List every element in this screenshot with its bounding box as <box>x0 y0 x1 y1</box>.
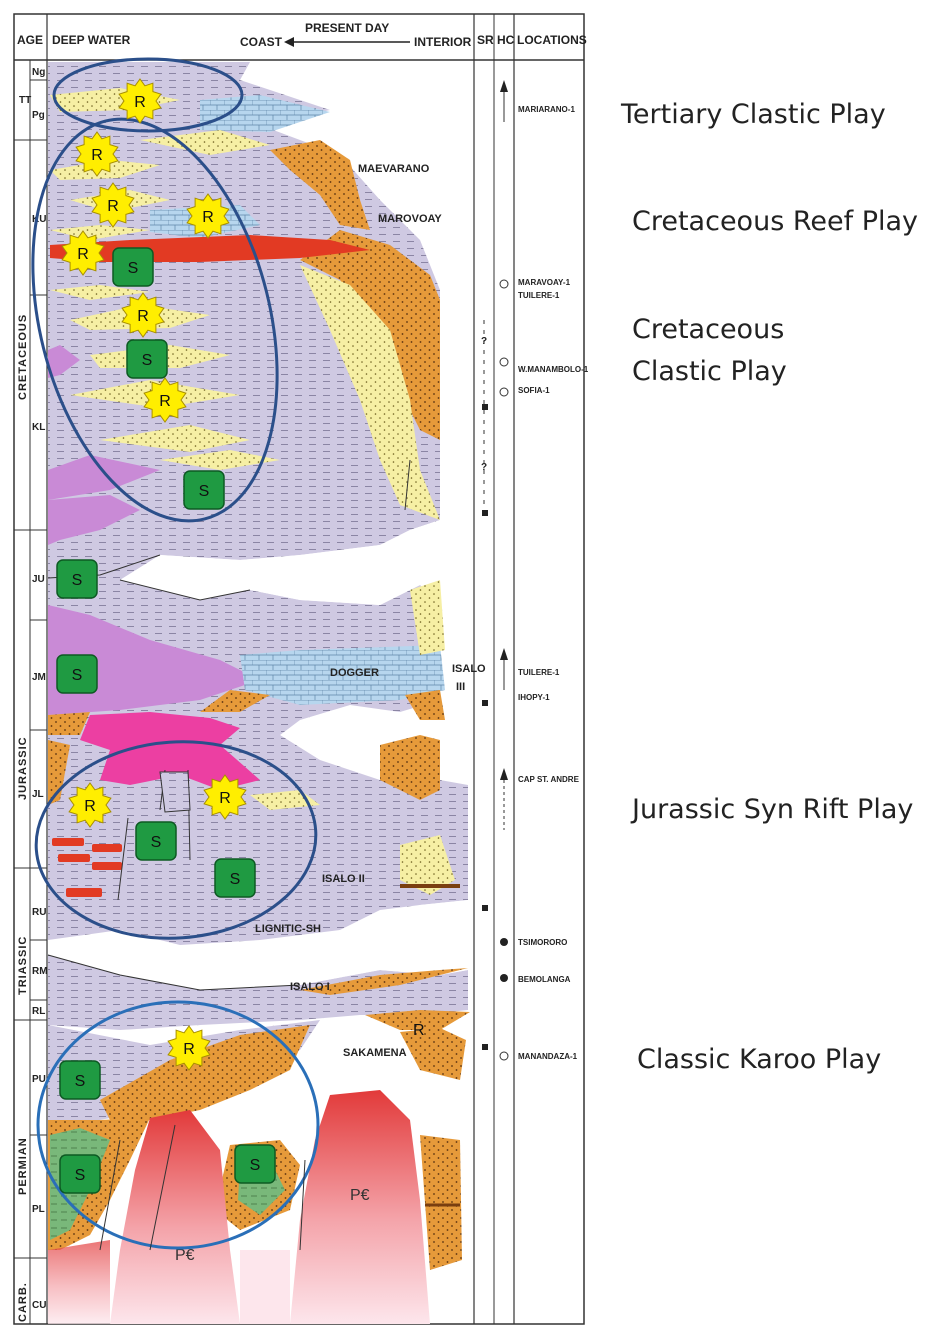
header-sr: SR <box>477 33 494 47</box>
source-marker: S <box>113 248 153 286</box>
reservoir-letter: R <box>219 790 231 807</box>
period-carb: CARB. <box>17 1282 29 1322</box>
source-letter: S <box>199 483 210 500</box>
play-label-tertiary: Tertiary Clastic Play <box>620 99 886 130</box>
source-letter: S <box>151 834 162 851</box>
unit-precambrian-right: P€ <box>350 1187 370 1204</box>
unit-marovoay: MAROVOAY <box>378 213 442 225</box>
header-interior: INTERIOR <box>414 35 472 49</box>
source-letter: S <box>72 667 83 684</box>
sr-question-2: ? <box>481 462 487 473</box>
reservoir-letter-sakamena: R <box>413 1022 425 1039</box>
play-label-cretaceous-clastic-1: Cretaceous <box>632 314 784 345</box>
period-triassic: TRIASSIC <box>17 936 29 995</box>
reservoir-letter: R <box>91 147 103 164</box>
epoch-ju: JU <box>32 574 45 585</box>
epoch-ku: KU <box>32 214 46 225</box>
play-label-karoo: Classic Karoo Play <box>637 1044 881 1075</box>
source-marker: S <box>235 1145 275 1183</box>
horst-block <box>160 772 190 812</box>
play-labels: Tertiary Clastic Play Cretaceous Reef Pl… <box>620 99 918 1075</box>
header-coast: COAST <box>240 35 283 49</box>
epoch-pg: Pg <box>32 110 45 121</box>
epoch-cu: CU <box>32 1300 46 1311</box>
source-letter: S <box>72 572 83 589</box>
source-letter: S <box>142 352 153 369</box>
epoch-rm: RM <box>32 966 48 977</box>
period-jurassic: JURASSIC <box>17 736 29 800</box>
source-letter: S <box>250 1157 261 1174</box>
reservoir-letter: R <box>107 198 119 215</box>
source-letter: S <box>128 260 139 277</box>
reservoir-letter: R <box>134 94 146 111</box>
period-permian: PERMIAN <box>17 1137 29 1195</box>
source-marker: S <box>60 1061 100 1099</box>
epoch-jm: JM <box>32 672 46 683</box>
epoch-pu: PU <box>32 1074 46 1085</box>
loc-tuilere: TUILERE-1 <box>518 291 560 300</box>
unit-dogger: DOGGER <box>330 667 379 679</box>
unit-sakamena: SAKAMENA <box>343 1047 407 1059</box>
epoch-jl: JL <box>32 789 44 800</box>
epoch-kl: KL <box>32 422 45 433</box>
reservoir-letter: R <box>183 1041 195 1058</box>
unit-lignitic: LIGNITIC-SH <box>255 923 321 935</box>
loc-cap-st-andre: CAP ST. ANDRE <box>518 775 580 784</box>
header-locations: LOCATIONS <box>517 33 587 47</box>
epoch-rl: RL <box>32 1006 45 1017</box>
reservoir-letter: R <box>202 209 214 226</box>
source-marker: S <box>60 1155 100 1193</box>
loc-sofia: SOFIA-1 <box>518 386 550 395</box>
header-deep-water: DEEP WATER <box>52 33 131 47</box>
source-marker: S <box>136 822 176 860</box>
loc-maravoay: MARAVOAY-1 <box>518 278 571 287</box>
unit-maevarano: MAEVARANO <box>358 163 430 175</box>
period-cretaceous: CRETACEOUS <box>17 314 29 400</box>
loc-tsimororo: TSIMORORO <box>518 938 567 947</box>
header-hc: HC <box>497 33 515 47</box>
header-age: AGE <box>17 33 43 47</box>
loc-manambolo: W.MANAMBOLO-1 <box>518 365 589 374</box>
reservoir-letter: R <box>77 246 89 263</box>
reservoir-letter: R <box>137 308 149 325</box>
loc-ihopy: IHOPY-1 <box>518 693 550 702</box>
unit-isalo-iii: ISALO <box>452 663 486 675</box>
period-tertiary: TT <box>19 95 31 106</box>
source-letter: S <box>75 1167 86 1184</box>
source-marker: S <box>57 655 97 693</box>
sr-question-1: ? <box>481 336 487 347</box>
reservoir-letter: R <box>84 798 96 815</box>
play-label-cretaceous-clastic-2: Clastic Play <box>632 356 787 387</box>
source-marker: S <box>57 560 97 598</box>
reservoir-letter: R <box>159 393 171 410</box>
play-label-jurassic: Jurassic Syn Rift Play <box>630 794 913 825</box>
epoch-pl: PL <box>32 1204 45 1215</box>
loc-tuilere-j: TUILERE-1 <box>518 668 560 677</box>
unit-isalo-ii: ISALO II <box>322 873 365 885</box>
header-present-day: PRESENT DAY <box>305 21 389 35</box>
loc-bemolanga: BEMOLANGA <box>518 975 571 984</box>
loc-mariarano: MARIARANO-1 <box>518 105 575 114</box>
source-letter: S <box>230 871 241 888</box>
epoch-ng: Ng <box>32 67 45 78</box>
source-marker: S <box>215 859 255 897</box>
unit-isalo-iii-num: III <box>456 681 465 693</box>
source-marker: S <box>184 471 224 509</box>
epoch-ru: RU <box>32 907 46 918</box>
unit-isalo-i: ISALO I <box>290 981 330 993</box>
play-label-cretaceous-reef: Cretaceous Reef Play <box>632 206 918 237</box>
source-marker: S <box>127 340 167 378</box>
unit-precambrian-left: P€ <box>175 1247 195 1264</box>
source-letter: S <box>75 1073 86 1090</box>
loc-manandaza: MANANDAZA-1 <box>518 1052 578 1061</box>
